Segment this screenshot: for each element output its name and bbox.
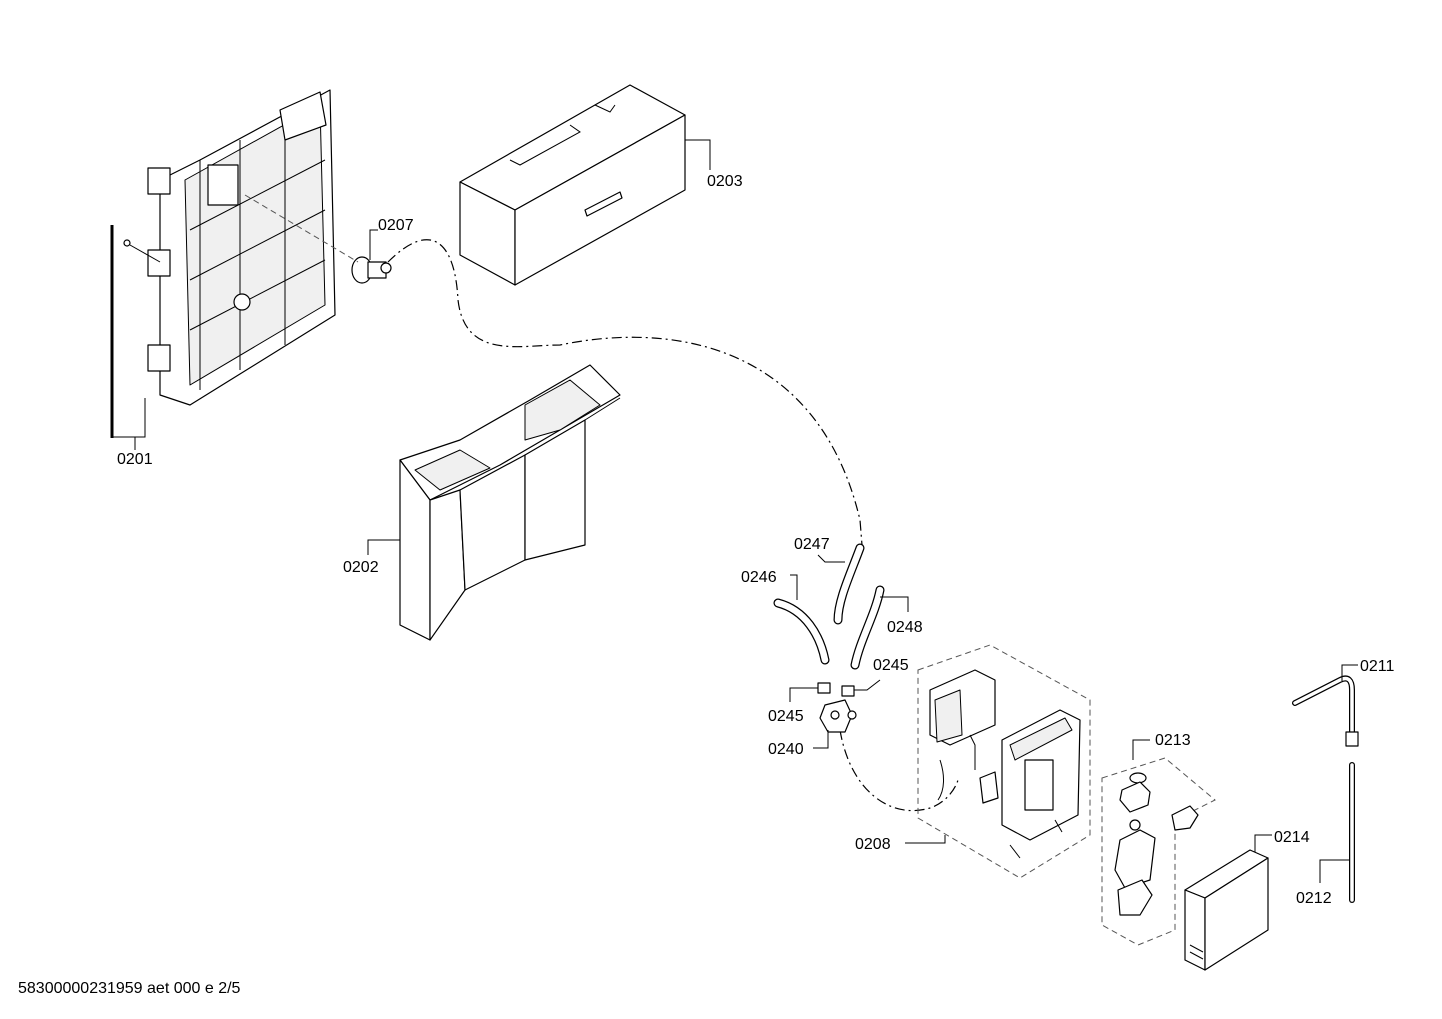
- leader-0201: [111, 398, 146, 438]
- label-0213[interactable]: 0213: [1155, 732, 1191, 749]
- leader-0246: [790, 574, 798, 600]
- label-0245-left[interactable]: 0245: [768, 708, 804, 725]
- group-outline-0208: [917, 644, 1091, 879]
- leader-0214: [1254, 834, 1272, 852]
- label-0201[interactable]: 0201: [117, 451, 153, 468]
- document-id: 58300000231959 aet 000 e 2/5: [18, 980, 241, 997]
- part-0240-valve-block[interactable]: [819, 699, 857, 733]
- leader-0247: [817, 554, 845, 563]
- group-outline-0213: [1101, 757, 1216, 946]
- leader-0245-right: [854, 679, 881, 691]
- part-0213-valve-set[interactable]: [1114, 772, 1199, 916]
- part-0245-connector-right[interactable]: [841, 685, 855, 697]
- leader-0212: [1319, 859, 1349, 883]
- label-0207[interactable]: 0207: [378, 217, 414, 234]
- leader-0208: [905, 835, 946, 844]
- label-0208[interactable]: 0208: [855, 836, 891, 853]
- leader-0248: [880, 596, 909, 612]
- hose-route-1: [387, 239, 863, 546]
- leader-0207: [369, 229, 378, 260]
- leader-0203: [685, 139, 711, 170]
- part-0245-connector-left[interactable]: [817, 682, 831, 694]
- label-0203[interactable]: 0203: [707, 173, 743, 190]
- label-0211[interactable]: 0211: [1360, 658, 1395, 675]
- label-0247[interactable]: 0247: [794, 536, 830, 553]
- label-0246[interactable]: 0246: [741, 569, 777, 586]
- label-0202[interactable]: 0202: [343, 559, 379, 576]
- leader-0240: [813, 730, 829, 749]
- part-0201-frame-panel[interactable]: [110, 89, 336, 438]
- part-0207-valve[interactable]: [351, 256, 392, 284]
- part-0203-cover-box[interactable]: [459, 84, 686, 286]
- leader-0202: [367, 539, 400, 555]
- leader-0245-left: [789, 687, 818, 702]
- label-0212[interactable]: 0212: [1296, 890, 1332, 907]
- assembly-line-0207: [244, 194, 359, 263]
- label-0248[interactable]: 0248: [887, 619, 923, 636]
- hose-route-2: [839, 729, 959, 812]
- label-0214[interactable]: 0214: [1274, 829, 1310, 846]
- leader-0211: [1341, 664, 1358, 681]
- part-0208-dosing-unit[interactable]: [929, 669, 1081, 859]
- leader-0213: [1132, 739, 1150, 760]
- label-0240[interactable]: 0240: [768, 741, 804, 758]
- label-0245-right[interactable]: 0245: [873, 657, 909, 674]
- part-0202-tank-holder[interactable]: [399, 364, 621, 641]
- part-0214-filter-cover[interactable]: [1184, 849, 1269, 971]
